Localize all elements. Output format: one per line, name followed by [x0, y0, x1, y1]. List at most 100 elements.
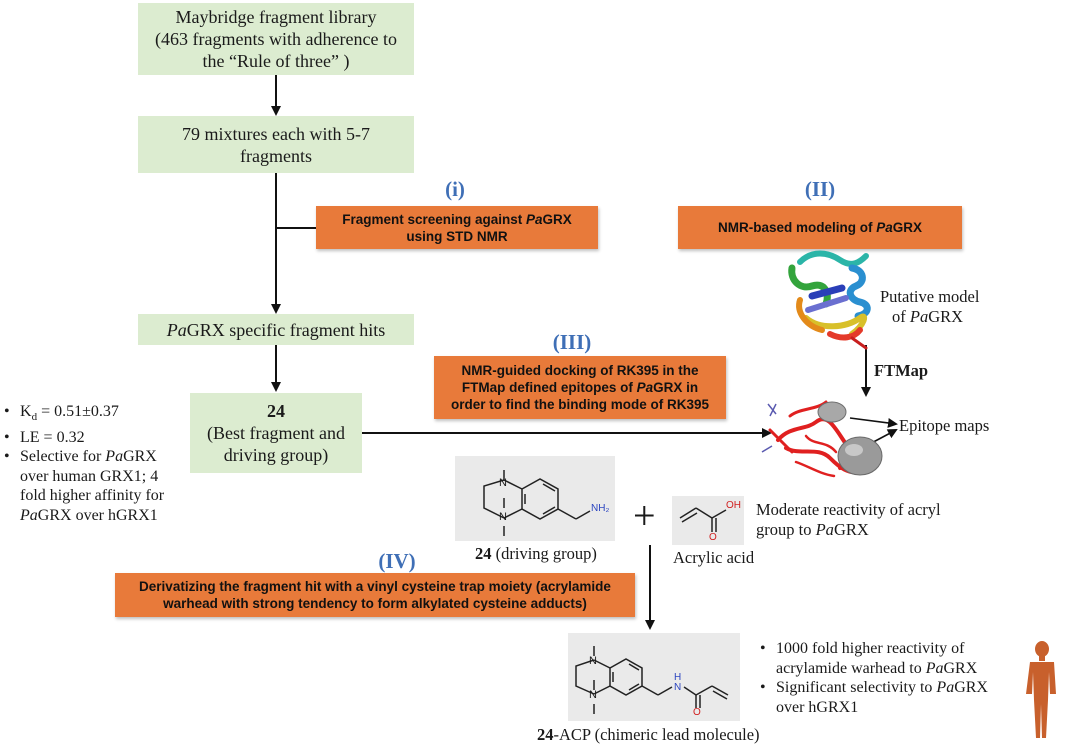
best-line-3: driving group) — [223, 445, 329, 465]
step-i-label: (i) — [445, 177, 465, 201]
epitope-maps-label: Epitope maps — [899, 416, 990, 435]
step-ii-text-b: GRX — [892, 220, 923, 235]
sel-italic-1: Pa — [105, 448, 124, 466]
step-iii-box: NMR-guided docking of RK395 in the FTMap… — [434, 356, 726, 419]
fragment-properties-list: •Kd = 0.51±0.37 •LE = 0.32 • Selective f… — [4, 402, 165, 524]
acrylic-acid-caption: Acrylic acid — [673, 548, 755, 567]
lead-molecule-structure-bg — [568, 633, 740, 721]
ftmap-label: FTMap — [874, 361, 929, 380]
arrow-epitope-1 — [849, 417, 898, 428]
sel-line-2: over human GRX1; 4 — [20, 467, 159, 485]
selectivity-lead-item: Significant selectivity to PaGRX over hG… — [776, 678, 988, 717]
hits-italic: Pa — [166, 319, 187, 340]
kd-item: Kd = 0.51±0.37 — [20, 402, 119, 428]
driving-group-structure-bg — [455, 456, 615, 541]
kd-value: = 0.51±0.37 — [37, 403, 119, 420]
sel-italic-2: Pa — [20, 506, 38, 524]
reactivity-text-b: GRX — [833, 520, 869, 539]
lead-n-top: N — [589, 655, 597, 667]
kd-k: K — [20, 403, 32, 420]
putative-italic: Pa — [909, 307, 929, 326]
lead-n-bottom: N — [589, 689, 597, 701]
step-iii-text-a: FTMap defined epitopes of — [461, 380, 637, 395]
step-iii-line-1: NMR-guided docking of RK395 in the — [461, 363, 699, 378]
best-line-2: (Best fragment and — [207, 423, 345, 443]
step-iii-label: (III) — [552, 330, 592, 354]
step-i-box: Fragment screening against PaGRX using S… — [316, 206, 598, 249]
driving-group-caption: 24 (driving group) — [475, 544, 597, 564]
lead-amide-o: O — [693, 707, 701, 718]
reactivity-line-1: Moderate reactivity of acryl — [756, 500, 941, 519]
rb2-line-2: over hGRX1 — [776, 698, 859, 716]
rb2-text-b: GRX — [954, 679, 988, 696]
library-line-3: the “Rule of three” ) — [202, 51, 350, 71]
putative-model-line-2: of PaGRX — [880, 307, 990, 327]
lead-text: -ACP (chimeric lead molecule) — [553, 725, 760, 744]
driving-nh2: NH₂ — [591, 503, 610, 514]
putative-text-a: of — [892, 307, 910, 326]
step-i-italic: Pa — [526, 211, 543, 227]
step-iv-label: (IV) — [378, 549, 416, 573]
putative-model-line-1: Putative model — [880, 287, 980, 306]
mixtures-line-1: 79 mixtures each with 5-7 — [182, 123, 370, 144]
acryl-reactivity-note: Moderate reactivity of acryl group to Pa… — [756, 500, 956, 540]
best-number: 24 — [266, 401, 285, 421]
lead-number: 24 — [537, 725, 554, 744]
driving-text: (driving group) — [491, 544, 597, 563]
step-ii-label: (II) — [804, 177, 836, 201]
step-iii-line-2: FTMap defined epitopes of PaGRX in — [451, 379, 709, 396]
rb1-italic: Pa — [925, 659, 944, 677]
step-i-text-a: Fragment screening against — [342, 211, 527, 227]
hits-box: PaGRX specific fragment hits — [138, 314, 414, 345]
lead-amide-h: H — [674, 672, 682, 683]
step-i-line-2: using STD NMR — [406, 228, 508, 244]
rb1-line-1: 1000 fold higher reactivity of — [776, 640, 965, 657]
step-ii-text-a: NMR-based modeling of — [717, 220, 877, 235]
library-box: Maybridge fragment library (463 fragment… — [138, 3, 414, 75]
rb2-italic: Pa — [936, 679, 955, 696]
step-iii-text-b: GRX in — [653, 380, 699, 395]
driving-n-bottom: N — [499, 511, 507, 523]
step-i-line-1: Fragment screening against PaGRX — [342, 211, 572, 228]
mixtures-line-2: fragments — [240, 145, 312, 166]
library-line-1: Maybridge fragment library — [175, 7, 377, 27]
rb2-text-a: Significant selectivity to — [776, 679, 937, 696]
step-iii-line-3: order to find the binding mode of RK395 — [451, 397, 709, 412]
sel-text-a: Selective for — [20, 448, 106, 466]
reactivity-text-a: group to — [756, 520, 816, 539]
lead-amide-n: N — [674, 682, 682, 693]
rb1-text-b: GRX — [943, 659, 978, 677]
step-ii-italic: Pa — [876, 220, 893, 235]
library-line-2: (463 fragments with adherence to — [155, 29, 397, 49]
lead-properties-list: • 1000 fold higher reactivity of acrylam… — [760, 639, 988, 717]
driving-n-top: N — [499, 477, 507, 489]
reactivity-italic: Pa — [815, 520, 834, 539]
reactivity-line-2: group to PaGRX — [756, 520, 956, 540]
step-iv-line-1: Derivatizing the fragment hit with a vin… — [139, 579, 611, 594]
sel-text-b: GRX — [123, 448, 157, 466]
acrylic-o: O — [709, 532, 717, 543]
reactivity-item: 1000 fold higher reactivity of acrylamid… — [776, 639, 977, 678]
step-iv-line-2: warhead with strong tendency to form alk… — [163, 596, 587, 611]
lead-molecule-caption: 24-ACP (chimeric lead molecule) — [537, 725, 760, 745]
mixtures-box: 79 mixtures each with 5-7 fragments — [138, 116, 414, 173]
driving-number: 24 — [475, 544, 492, 563]
sel-line-3: fold higher affinity for — [20, 487, 165, 505]
plus-sign: + — [633, 493, 656, 538]
hits-text: GRX specific fragment hits — [186, 319, 386, 340]
best-fragment-box: 24 (Best fragment and driving group) — [190, 393, 362, 473]
step-ii-box: NMR-based modeling of PaGRX — [678, 206, 962, 249]
step-iv-box: Derivatizing the fragment hit with a vin… — [115, 573, 635, 617]
putative-text-b: GRX — [928, 307, 964, 326]
putative-model-label: Putative model of PaGRX — [880, 287, 990, 327]
step-iii-italic: Pa — [636, 380, 654, 395]
kd-sub: d — [31, 411, 38, 424]
le-item: LE = 0.32 — [20, 428, 85, 446]
step-i-text-b: GRX — [542, 211, 572, 227]
